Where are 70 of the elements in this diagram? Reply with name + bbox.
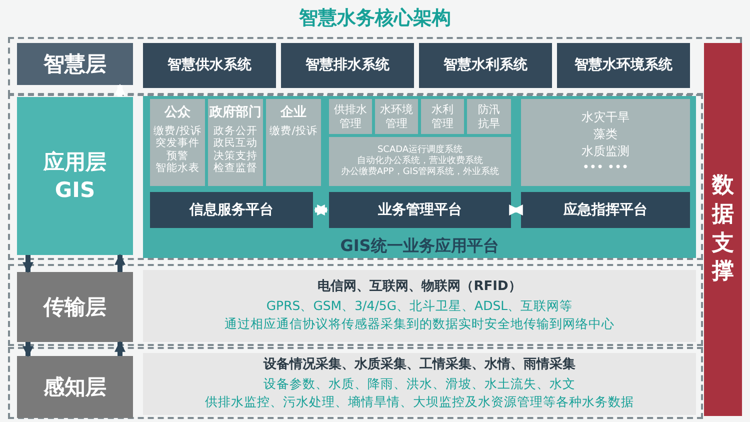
group-name: 政府部门 xyxy=(210,105,262,121)
arrow xyxy=(114,254,126,272)
monitoring-box xyxy=(521,99,690,186)
management-box xyxy=(421,99,464,134)
content-line: GPRS、GSM、3/4/5G、北斗卫星、ADSL、互联网等 xyxy=(266,297,573,316)
monitoring-item: 水质监测 xyxy=(582,142,630,160)
bar-label: 数据支撑 xyxy=(711,172,735,286)
group-text: 缴费/投诉 xyxy=(154,124,202,137)
layer-name: 应用层 GIS xyxy=(42,148,108,204)
monitoring-item: 水灾干旱 xyxy=(582,108,630,126)
layer-box xyxy=(17,43,133,85)
layer-name: 感知层 xyxy=(42,374,108,401)
layer-box xyxy=(17,356,133,418)
group-text: 预警 xyxy=(166,150,188,162)
group-text: 政务公开 xyxy=(214,124,258,138)
group-text: 检查监督 xyxy=(214,162,258,175)
arrow xyxy=(22,255,34,274)
platform-name: 业务管理平台 xyxy=(378,202,462,218)
arrow xyxy=(509,204,523,216)
user-group-box xyxy=(208,99,263,186)
layer-name: 智慧层 xyxy=(42,50,108,78)
content-heading: 设备情况采集、水质采集、工情采集、水情、雨情采集 xyxy=(264,356,576,374)
system-box xyxy=(419,43,552,88)
content-line: 设备参数、水质、降雨、洪水、滑坡、水土流失、水文 xyxy=(264,375,576,394)
system-line: 自动化办公系统，营业收费系统 xyxy=(357,156,483,166)
monitoring-item: 藻类 xyxy=(594,126,618,142)
system-box xyxy=(143,43,276,88)
group-text: 缴费/投诉 xyxy=(270,124,318,138)
system-line: SCADA运行调度系统 xyxy=(377,145,463,156)
platform-name: 应急指挥平台 xyxy=(564,202,648,218)
content-line: 通过相应通信协议将传感器采集到的数据实时安全地传输到网络中心 xyxy=(224,315,614,334)
system-box xyxy=(281,43,414,88)
arrow xyxy=(314,204,328,216)
arrow xyxy=(22,342,34,358)
layer-box xyxy=(17,272,133,342)
monitoring-item: ••• ••• xyxy=(582,159,629,176)
group-text: 政民互动 xyxy=(214,137,258,150)
platform-panel xyxy=(143,96,696,258)
system-name: 智慧水环境系统 xyxy=(574,57,672,74)
user-group-box xyxy=(266,99,321,186)
management-name: 水环境管理 xyxy=(379,103,414,130)
group-text: 突发事件 xyxy=(156,137,200,150)
content-line: 供排水监控、污水处理、墒情旱情、大坝监控及水资源管理等各种水务数据 xyxy=(205,393,634,412)
system-name: 智慧水利系统 xyxy=(444,57,528,74)
content-heading: 电信网、互联网、物联网（RFID） xyxy=(318,278,522,296)
data-support-bar xyxy=(704,43,742,416)
platform-box xyxy=(150,192,313,228)
platform-box xyxy=(521,192,690,228)
platform-name: 信息服务平台 xyxy=(190,202,274,218)
management-name: 供排水管理 xyxy=(333,103,368,130)
group-name: 企业 xyxy=(280,105,306,121)
system-name: 智慧排水系统 xyxy=(306,57,390,74)
group-text: 决策支持 xyxy=(214,150,258,162)
diagram-title: 智慧水务核心架构 xyxy=(298,6,452,31)
arrow xyxy=(114,84,126,97)
management-name: 防汛抗旱 xyxy=(477,103,501,130)
arrow xyxy=(114,340,126,356)
platform-box xyxy=(329,192,511,228)
group-name: 公众 xyxy=(164,105,190,121)
layer-name: 传输层 xyxy=(42,294,108,321)
management-box xyxy=(467,99,511,134)
systems-box xyxy=(329,137,511,186)
system-box xyxy=(557,43,690,88)
system-name: 智慧供水系统 xyxy=(168,57,252,74)
system-line: 办公缴费APP，GIS管网系统，外业系统 xyxy=(340,166,500,178)
management-name: 水利管理 xyxy=(430,103,454,130)
panel-title: GIS统一业务应用平台 xyxy=(339,236,500,255)
group-text: 智能水表 xyxy=(156,162,200,175)
user-group-box xyxy=(150,99,205,186)
layer-box xyxy=(17,97,133,255)
